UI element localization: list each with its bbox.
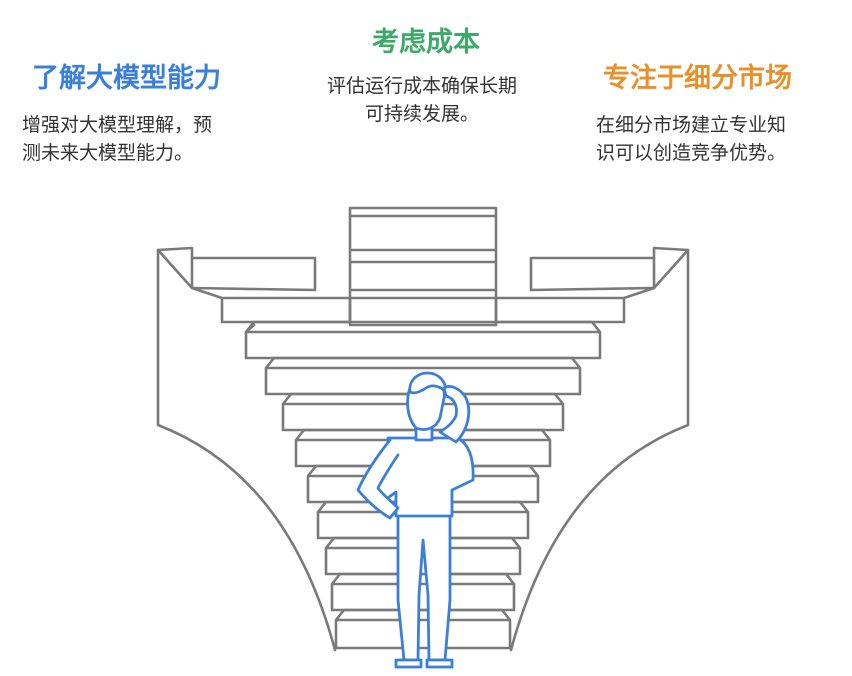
center-heading: 考虑成本 xyxy=(372,27,480,58)
left-description-line-2: 测未来大模型能力。 xyxy=(22,142,194,164)
right-landing-step xyxy=(529,256,656,292)
right-landing xyxy=(652,246,690,290)
right-heading: 专注于细分市场 xyxy=(603,63,792,94)
left-landing-step-2 xyxy=(190,286,352,324)
center-description-line-2: 可持续发展。 xyxy=(364,103,479,125)
central-step xyxy=(264,356,582,396)
person-feet xyxy=(394,658,454,669)
person-left-arm xyxy=(356,438,400,520)
person-right-arm xyxy=(438,385,471,444)
right-landing-step-2 xyxy=(494,286,656,324)
person-legs xyxy=(396,510,452,662)
central-step xyxy=(244,320,602,360)
central-step xyxy=(334,608,512,650)
top-block xyxy=(348,206,498,327)
left-description-line-1: 增强对大模型理解，预 xyxy=(22,114,213,136)
left-landing xyxy=(156,246,194,290)
center-description-line-1: 评估运行成本确保长期 xyxy=(326,75,517,97)
left-wall xyxy=(156,248,337,652)
central-step xyxy=(330,572,516,612)
thinking-person-icon xyxy=(356,371,475,669)
left-landing-step xyxy=(190,256,317,292)
right-description-line-2: 识可以创造竞争优势。 xyxy=(596,142,787,164)
right-description: 在细分市场建立专业知 识可以创造竞争优势。 xyxy=(596,111,832,167)
right-wall xyxy=(509,248,690,652)
right-description-line-1: 在细分市场建立专业知 xyxy=(596,114,787,136)
left-description: 增强对大模型理解，预 测未来大模型能力。 xyxy=(22,111,260,167)
center-description: 评估运行成本确保长期 可持续发展。 xyxy=(302,72,542,128)
left-heading: 了解大模型能力 xyxy=(32,63,221,94)
